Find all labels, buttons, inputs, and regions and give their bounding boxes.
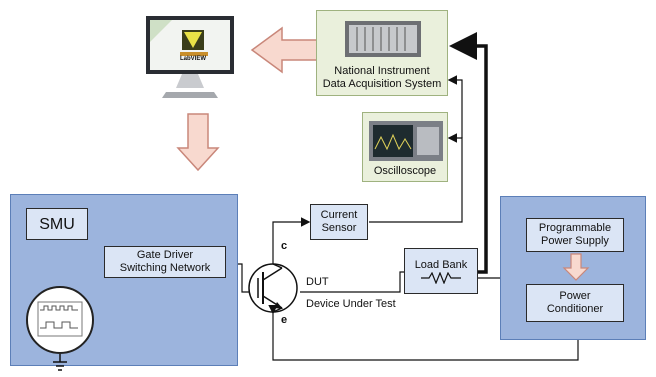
smu-label: SMU: [39, 215, 75, 233]
gate-driver-label: Gate Driver Switching Network: [119, 249, 211, 274]
labview-monitor-icon: LabVIEW: [142, 12, 238, 100]
power-conditioner-label: Power Conditioner: [546, 290, 604, 315]
current-sensor-box: Current Sensor: [310, 204, 368, 240]
current-sensor-label: Current Sensor: [320, 209, 358, 234]
resistor-icon: [421, 271, 461, 284]
load-bank-box: Load Bank: [404, 248, 478, 294]
daq-chassis-icon: [345, 21, 421, 57]
dut-full-label: Device Under Test: [306, 298, 396, 310]
load-bank-label: Load Bank: [414, 258, 468, 271]
oscilloscope-icon: [369, 121, 443, 161]
wire-dut-to-sensor: [272, 217, 311, 250]
terminal-c-label: c: [280, 240, 288, 252]
ground-icon: [50, 354, 70, 374]
oscilloscope-label: Oscilloscope: [373, 165, 437, 177]
wire-sensor-to-scope: [369, 133, 463, 223]
power-supply-label: Programmable Power Supply: [538, 222, 612, 247]
ni-daq-label: National Instrument Data Acquisition Sys…: [322, 65, 442, 90]
wire-emitter-return: [268, 304, 579, 361]
arrow-supply-to-conditioner: [562, 253, 590, 281]
oscilloscope-panel: Oscilloscope: [362, 112, 448, 182]
labview-logo: LabVIEW: [179, 56, 206, 62]
arrow-labview-to-blue: [176, 113, 220, 172]
wire-loadbank-to-daq: [449, 32, 488, 274]
dut-label: DUT: [306, 276, 329, 288]
smu-box: SMU: [26, 208, 88, 240]
ni-daq-panel: National Instrument Data Acquisition Sys…: [316, 10, 448, 96]
power-conditioner-box: Power Conditioner: [526, 284, 624, 322]
power-supply-box: Programmable Power Supply: [526, 218, 624, 252]
wire-scope-to-daq: [447, 75, 463, 138]
arrow-daq-to-labview: [250, 26, 319, 74]
signal-scope-icon: [24, 284, 96, 356]
terminal-e-label: e: [280, 314, 288, 326]
gate-driver-box: Gate Driver Switching Network: [104, 246, 226, 278]
